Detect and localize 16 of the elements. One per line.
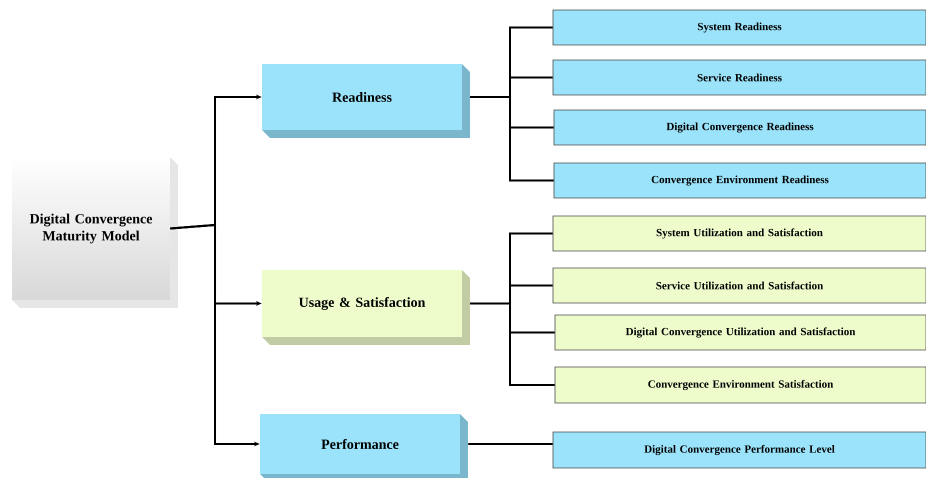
category-box: Readiness	[262, 64, 470, 138]
connector	[468, 442, 553, 445]
connector	[470, 302, 555, 386]
item-box: Convergence Environment Satisfaction	[554, 366, 926, 404]
item-box: Digital Convergence Readiness	[554, 110, 926, 146]
item-box: Digital Convergence Performance Level	[552, 432, 926, 468]
item-box: Digital Convergence Utilization and Satisfaction	[554, 314, 926, 350]
category-box: Performance	[260, 414, 468, 478]
model-box: Digital Convergence Maturity Model	[12, 157, 178, 308]
category-box: Usage & Satisfaction	[262, 270, 470, 345]
item-box: Convergence Environment Readiness	[554, 162, 926, 198]
item-box: Service Utilization and Satisfaction	[552, 268, 926, 304]
item-box: System Readiness	[552, 10, 926, 46]
item-box: System Utilization and Satisfaction	[552, 216, 926, 252]
connector	[470, 96, 554, 182]
item-box: Service Readiness	[552, 60, 926, 96]
